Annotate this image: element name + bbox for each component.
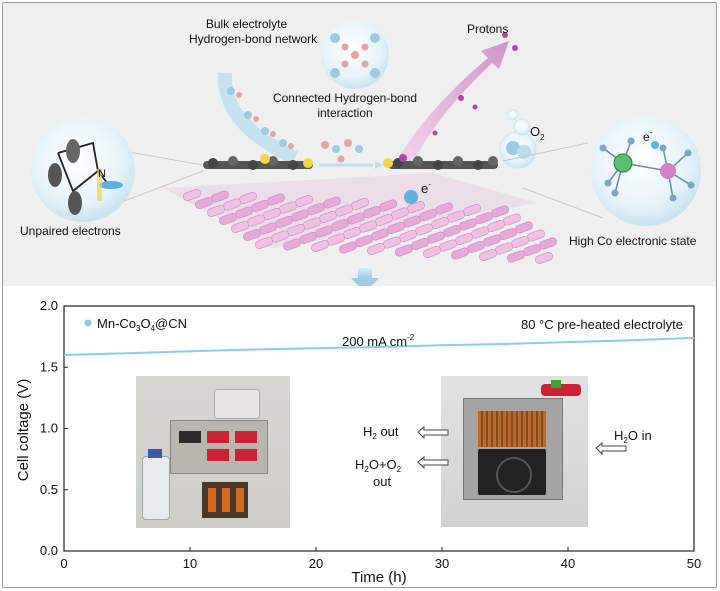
protons-label: Protons	[467, 22, 509, 36]
x-axis-label: Time (h)	[351, 569, 406, 586]
x-tick-label: 0	[60, 556, 67, 571]
lattice-cylinder	[243, 228, 261, 242]
bulk-electrolyte-label: Bulk electrolyte Hydrogen-bond network	[189, 17, 318, 46]
lattice-cylinder	[255, 236, 273, 250]
h2-out-label: H2 out	[363, 424, 399, 441]
heated-annotation: 80 °C pre-heated electrolyte	[521, 317, 683, 332]
svg-text:N: N	[98, 168, 106, 180]
x-tick-label: 50	[687, 556, 701, 571]
setup-photo	[136, 376, 290, 528]
lattice-cylinder	[231, 220, 249, 234]
y-tick-label: 1.5	[40, 359, 58, 374]
lattice-cylinder	[423, 245, 441, 259]
lattice-cylinder	[479, 248, 497, 262]
down-arrow	[351, 278, 379, 293]
cell-frame	[463, 398, 563, 500]
proton-arrow	[398, 41, 509, 163]
co-octahedra	[599, 137, 695, 202]
lattice-cylinder	[451, 247, 469, 260]
x-tick-label: 10	[183, 556, 197, 571]
pyridinic-n-structure: N	[48, 139, 123, 215]
lattice-cylinder	[195, 196, 213, 210]
lattice-cylinder	[207, 204, 225, 218]
x-tick-label: 20	[309, 556, 323, 571]
legend-label: Mn-Co3O4@CN	[97, 316, 187, 333]
lattice-cylinder	[183, 188, 201, 202]
x-tick-label: 40	[561, 556, 575, 571]
interface-molecules	[321, 139, 363, 163]
lattice-cylinder	[219, 212, 237, 226]
electrolyte-bottle	[142, 449, 170, 520]
bulk-water-molecules	[227, 87, 294, 149]
proton-dots	[432, 32, 518, 136]
high-co-state-label: High Co electronic state	[569, 234, 697, 248]
lattice-cylinder	[367, 242, 385, 256]
series-line	[63, 336, 695, 356]
h2o-in-arrow	[595, 441, 627, 456]
hbond-network-molecules	[330, 33, 380, 78]
current-annotation: 200 mA cm-2	[342, 333, 415, 349]
y-tick-label: 0.5	[40, 482, 58, 497]
o2-label: O2	[530, 124, 545, 142]
mechanism-schematic: e- O2 N	[3, 3, 716, 293]
substrate-lattice	[163, 173, 557, 265]
out-label: out	[373, 474, 391, 489]
carbon-layer-left	[203, 154, 313, 170]
h2o-o2-label: H2O+O2	[355, 457, 402, 474]
lattice-cylinder	[395, 244, 413, 257]
h2o-in-label: H2O in	[614, 428, 652, 445]
schematic-drawing: e- O2 N	[31, 21, 701, 293]
unpaired-electron-zoom	[31, 118, 135, 222]
electron-label-center: e-	[421, 180, 431, 196]
peristaltic-pump	[214, 389, 260, 419]
lattice-cylinder	[311, 239, 329, 253]
lattice-cylinder	[283, 238, 301, 251]
lattice-cylinder	[507, 250, 525, 263]
y-tick-label: 1.0	[40, 421, 58, 436]
power-supply	[170, 420, 268, 474]
electron-label-right: e-	[643, 128, 653, 144]
h2o-o2-arrow	[417, 455, 449, 470]
electron-dot	[404, 190, 418, 204]
unpaired-electrons-label: Unpaired electrons	[20, 224, 121, 238]
carbon-layer-right	[383, 154, 498, 170]
connected-hbond-label: Connected Hydrogen-bond interaction	[272, 91, 418, 120]
lattice-cylinder	[535, 251, 553, 265]
legend-marker	[84, 319, 92, 327]
lattice-cylinder	[339, 241, 357, 254]
electrolyzer-photo	[441, 376, 588, 527]
o2-bubble-small	[513, 118, 531, 136]
y-tick-label: 2.0	[40, 298, 58, 313]
x-tick-label: 30	[435, 556, 449, 571]
y-axis-label: Cell coltage (V)	[15, 379, 32, 482]
axis-ticks: 0 10 20 30 40 50 0.0 0.5 1.0 1.5 2.0	[40, 298, 701, 571]
electrolyzer-stack	[202, 482, 248, 518]
h2-out-arrow	[417, 425, 449, 440]
y-tick-label: 0.0	[40, 543, 58, 558]
bulk-flow-arrow	[217, 72, 299, 165]
